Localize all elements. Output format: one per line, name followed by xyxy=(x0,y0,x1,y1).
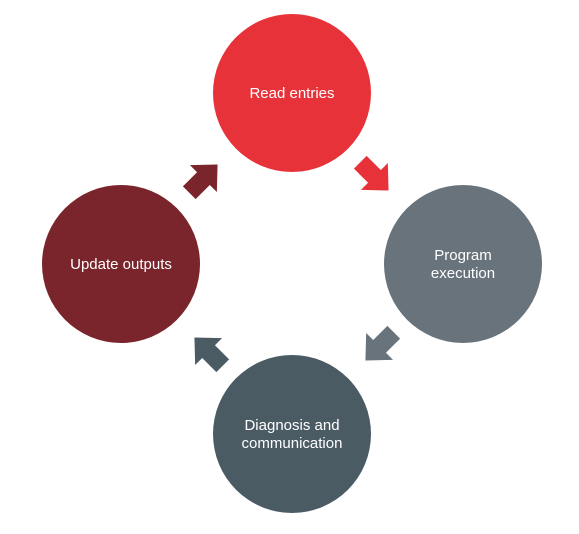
arrow-exec-to-diag-shape xyxy=(365,325,401,361)
node-program-execution: Program execution xyxy=(384,185,542,343)
arrow-diag-to-update-shape xyxy=(194,337,230,373)
node-update-outputs-circle xyxy=(42,185,200,343)
node-diagnosis-communication-circle xyxy=(213,355,371,513)
node-program-execution-circle xyxy=(384,185,542,343)
arrow-read-to-exec-shape xyxy=(353,155,389,191)
arrow-exec-to-diag xyxy=(365,325,401,361)
node-program-execution-label-line2: execution xyxy=(431,265,495,282)
node-diagnosis-communication-label-line2: communication xyxy=(242,435,343,452)
node-update-outputs-label: Update outputs xyxy=(70,256,172,273)
node-read-entries-circle xyxy=(213,14,371,172)
arrow-diag-to-update xyxy=(194,337,230,373)
node-read-entries-label: Read entries xyxy=(249,85,334,102)
node-program-execution-label-line1: Program xyxy=(434,247,492,264)
node-diagnosis-communication-label-line1: Diagnosis and xyxy=(244,417,339,434)
node-update-outputs: Update outputs xyxy=(42,185,200,343)
node-read-entries: Read entries xyxy=(213,14,371,172)
arrow-update-to-read-shape xyxy=(182,164,218,200)
arrow-update-to-read xyxy=(182,164,218,200)
arrow-read-to-exec xyxy=(353,155,389,191)
node-diagnosis-communication: Diagnosis and communication xyxy=(213,355,371,513)
